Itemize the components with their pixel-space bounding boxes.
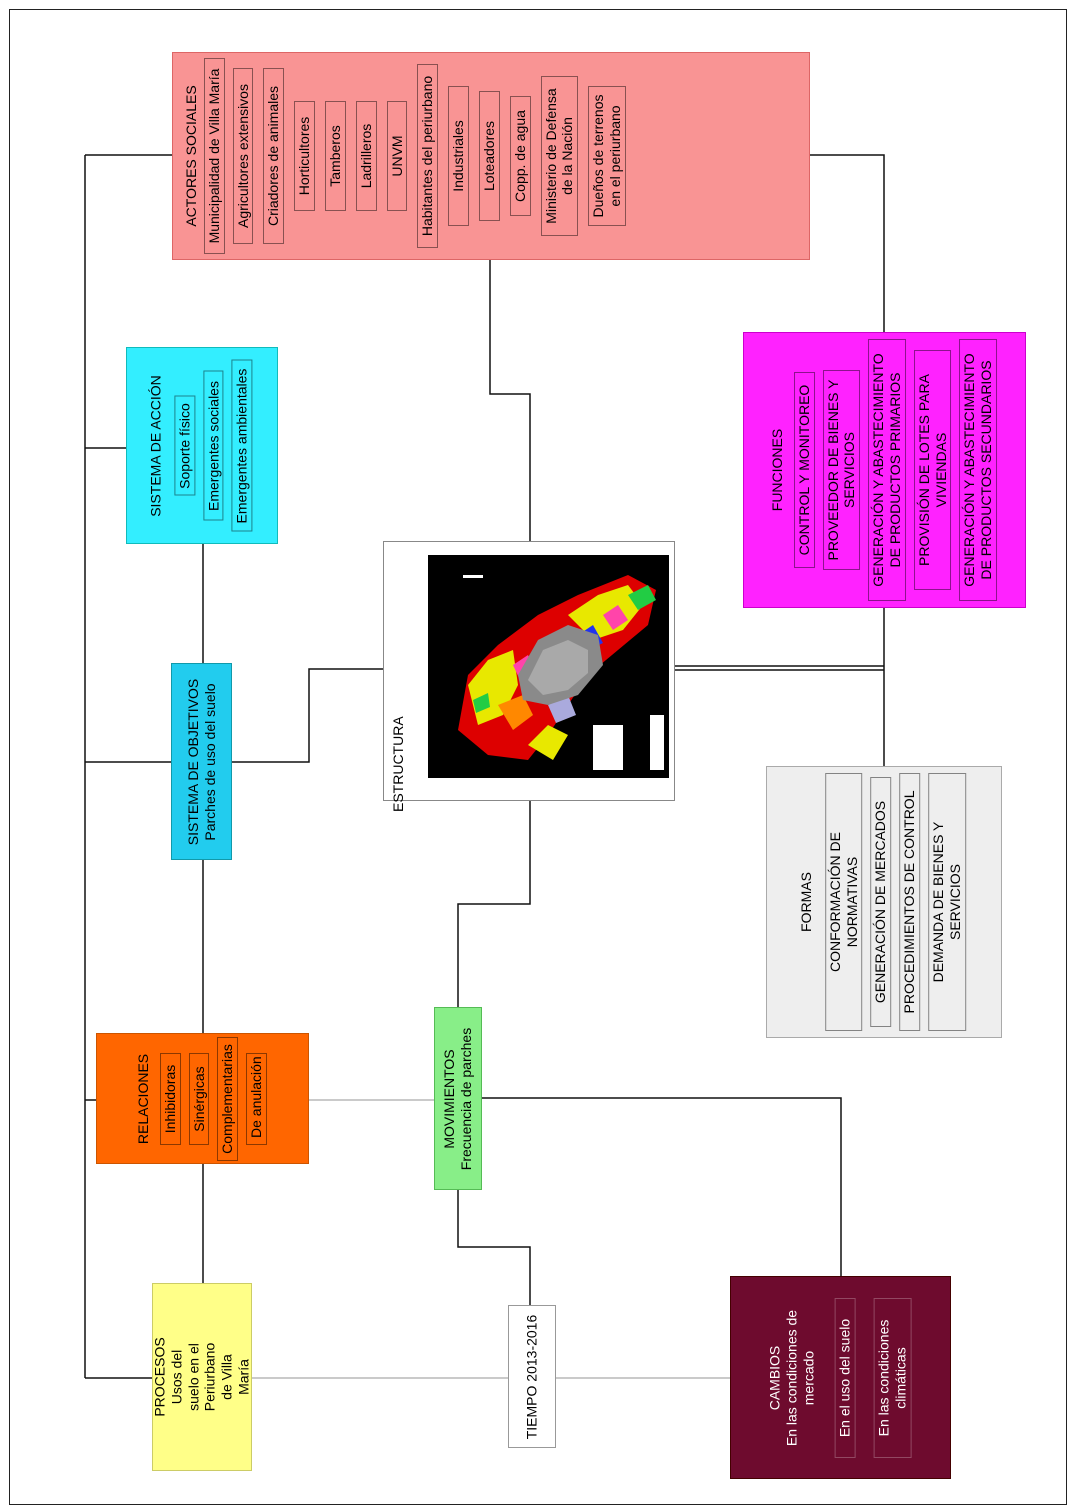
actor-item: Municipalidad de Villa María — [203, 58, 225, 254]
relaciones-item: Complementarias — [216, 1036, 238, 1161]
accion-item: Soporte físico — [174, 395, 195, 496]
estructura-box: ESTRUCTURA — [383, 541, 675, 812]
formas-item: DEMANDA DE BIENES Y SERVICIOS — [928, 773, 966, 1031]
connector-movimientos-cambios — [482, 1097, 842, 1276]
tiempo-box: TIEMPO 2013-2016 — [508, 1305, 556, 1448]
accion-title: SISTEMA DE ACCIÓN — [147, 374, 164, 517]
accion-item: Emergentes ambientales — [231, 359, 253, 532]
actor-item: Tamberos — [324, 101, 346, 211]
cambios-title: CAMBIOS — [766, 1345, 783, 1410]
movimientos-box: MOVIMIENTOS Frecuencia de parches — [434, 1007, 482, 1190]
accion-item: Emergentes sociales — [203, 370, 224, 521]
objetivos-subtitle: Parches de uso del suelo — [201, 682, 218, 841]
actor-item: Agricultores extensivos — [232, 68, 254, 244]
actores-item-list: Municipalidad de Villa María Agricultore… — [202, 58, 628, 254]
estructura-title: ESTRUCTURA — [390, 716, 406, 812]
land-use-map-image — [428, 555, 669, 778]
connector-estructura-movimientos — [457, 801, 531, 1007]
actor-item: Habitantes del periurbano — [417, 64, 439, 248]
actores-title: ACTORES SOCIALES — [183, 85, 199, 227]
relaciones-item: Inhibidoras — [159, 1052, 181, 1145]
objetivos-title: SISTEMA DE OBJETIVOS — [184, 678, 201, 845]
procesos-subtitle: Usos del suelo en el Periurbano de Villa… — [168, 1342, 252, 1412]
relaciones-item: De anulación — [245, 1052, 267, 1145]
funciones-title: FUNCIONES — [768, 428, 785, 512]
relaciones-box: RELACIONES Inhibidoras Sinérgicas Comple… — [96, 1033, 309, 1164]
actor-item: Ministerio de Defensa de la Nación — [540, 76, 579, 236]
funciones-item: GENERACIÓN Y ABASTECIMIENTO DE PRODUCTOS… — [958, 339, 997, 601]
connector-movimientos-tiempo — [457, 1190, 531, 1305]
formas-title: FORMAS — [798, 872, 815, 932]
formas-item: GENERACIÓN DE MERCADOS — [870, 777, 892, 1027]
actor-item: Dueños de terrenos en el periurbano — [588, 86, 626, 226]
diagram-frame — [9, 9, 1067, 1505]
cambios-box: CAMBIOS En las condiciones de mercado En… — [730, 1276, 951, 1479]
funciones-box: FUNCIONES CONTROL Y MONITOREO PROVEEDOR … — [743, 332, 1026, 608]
procesos-title: PROCESOS — [151, 1337, 168, 1417]
procesos-box: PROCESOS Usos del suelo en el Periurbano… — [152, 1283, 252, 1471]
actor-item: Ladrilleros — [355, 101, 377, 211]
funciones-item: PROVISIÓN DE LOTES PARA VIVIENDAS — [913, 350, 951, 590]
actor-item: Industriales — [448, 86, 469, 226]
actor-item: Criadores de animales — [263, 68, 285, 244]
actor-item: Copp. de agua — [509, 96, 531, 216]
formas-box: FORMAS CONFORMACIÓN DE NORMATIVAS GENERA… — [766, 766, 1002, 1038]
actor-item: Loteadores — [478, 91, 500, 221]
cambios-item: En las condiciones climáticas — [873, 1297, 911, 1458]
sistema-accion-box: SISTEMA DE ACCIÓN Soporte físico Emergen… — [126, 347, 278, 544]
formas-item: CONFORMACIÓN DE NORMATIVAS — [825, 773, 863, 1031]
formas-item: PROCEDIMIENTOS DE CONTROL — [899, 773, 921, 1031]
funciones-item: PROVEEDOR DE BIENES Y SERVICIOS — [822, 370, 860, 570]
connector-objetivos-estructura — [232, 668, 383, 763]
movimientos-subtitle: Frecuencia de parches — [458, 1027, 474, 1170]
connector-actores-funciones — [810, 154, 885, 332]
relaciones-title: RELACIONES — [134, 1053, 151, 1144]
connector-actores-estructura — [489, 260, 531, 541]
tiempo-title: TIEMPO 2013-2016 — [523, 1314, 540, 1439]
cambios-item: En las condiciones de mercado — [782, 1309, 816, 1446]
actor-item: UNVM — [386, 101, 408, 211]
movimientos-title: MOVIMIENTOS — [441, 1048, 458, 1149]
actores-sociales-box: ACTORES SOCIALES Municipalidad de Villa … — [172, 52, 810, 260]
cambios-item: En el uso del suelo — [834, 1297, 856, 1458]
funciones-item: CONTROL Y MONITOREO — [793, 372, 815, 568]
funciones-item: GENERACIÓN Y ABASTECIMIENTO DE PRODUCTOS… — [867, 339, 906, 601]
relaciones-item: Sinérgicas — [188, 1052, 209, 1145]
sistema-objetivos-box: SISTEMA DE OBJETIVOS Parches de uso del … — [171, 663, 232, 860]
actor-item: Horticultores — [294, 101, 315, 211]
